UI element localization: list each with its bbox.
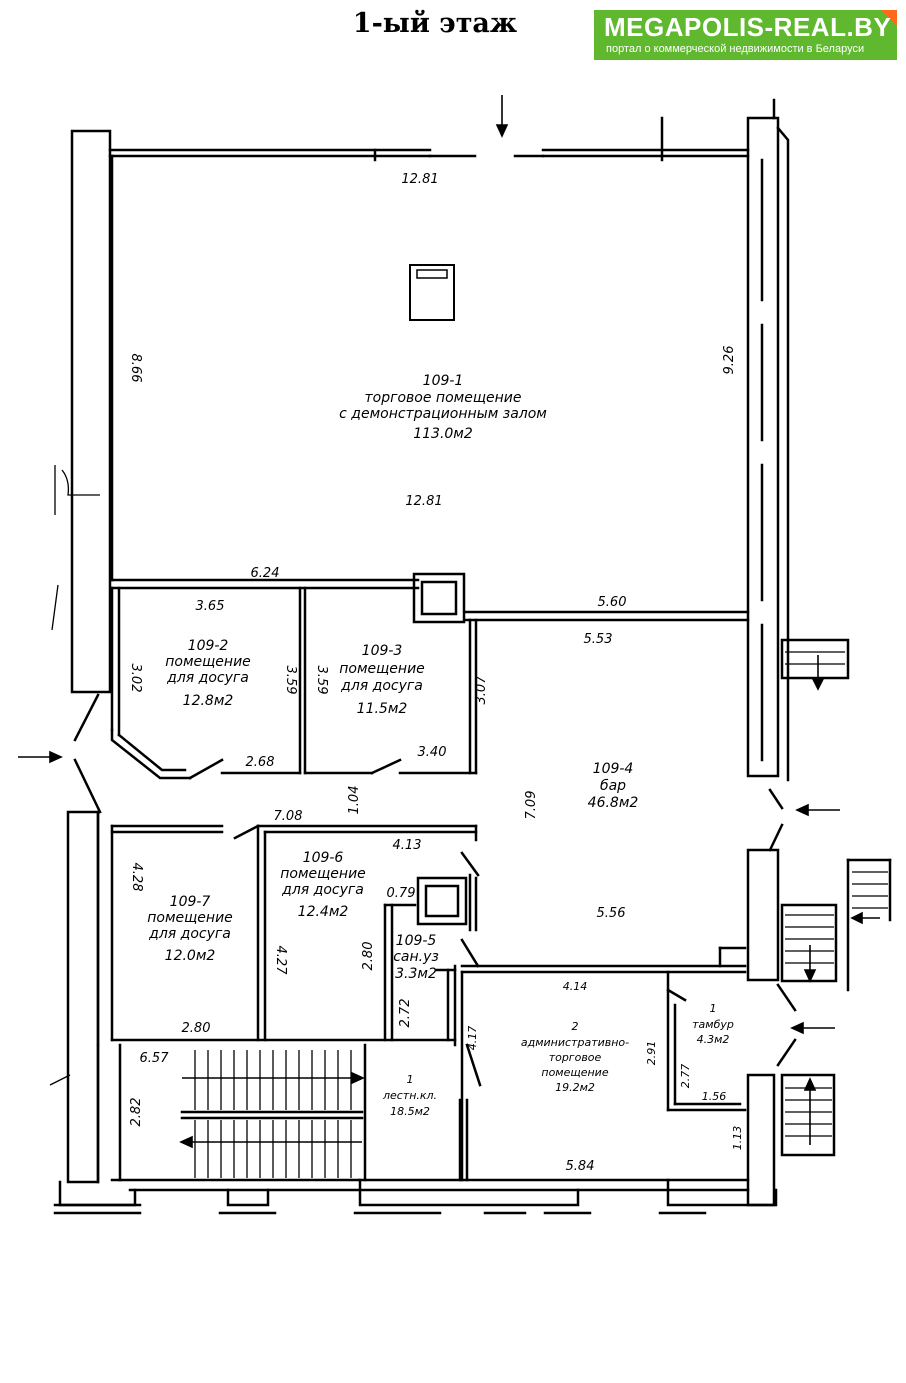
dim-label: 2.91 — [645, 1041, 658, 1066]
room-109-7-line1: помещение — [147, 910, 233, 926]
dim-label: 3.40 — [418, 745, 447, 760]
dim-label: 3.59 — [283, 666, 298, 695]
room-109-4-area: 46.8м2 — [588, 795, 639, 811]
page-title: 1-ый этаж — [352, 8, 518, 39]
dim-label: 4.14 — [563, 980, 588, 993]
logo-tagline: портал о коммерческой недвижимости в Бел… — [606, 43, 865, 55]
room-109-1-area: 113.0м2 — [413, 426, 473, 442]
dim-label: 2.77 — [679, 1064, 692, 1089]
dim-label: 3.59 — [314, 666, 329, 695]
dim-label: 8.66 — [128, 354, 143, 383]
logo-corner-accent — [881, 10, 897, 26]
room-109-5-number: 109-5 — [396, 933, 437, 949]
dim-label: 3.07 — [474, 675, 489, 705]
dim-label: 12.81 — [401, 172, 438, 187]
room-109-5-line1: сан.уз — [393, 949, 439, 965]
dim-label: 2.80 — [182, 1021, 211, 1036]
dim-label: 7.08 — [274, 809, 303, 824]
room-tambur-line1: тамбур — [692, 1018, 734, 1031]
right-wall-upper — [746, 116, 780, 778]
dim-label: 3.65 — [196, 599, 225, 614]
dim-label: 4.13 — [393, 838, 422, 853]
room-109-7-area: 12.0м2 — [165, 948, 216, 964]
room-109-5-area: 3.3м2 — [395, 966, 437, 982]
room-admin-number: 2 — [572, 1020, 579, 1033]
room-stair-line1: лестн.кл. — [382, 1089, 437, 1102]
left-wall-lower — [66, 810, 100, 1184]
dim-label: 2.80 — [361, 942, 376, 971]
room-109-4-line1: бар — [600, 778, 626, 794]
room-stair-area: 18.5м2 — [390, 1105, 430, 1118]
room-admin-line3: помещение — [541, 1066, 608, 1079]
dim-label: 6.24 — [251, 566, 280, 581]
room-109-3-number: 109-3 — [362, 643, 403, 659]
dim-label: 4.27 — [273, 946, 288, 976]
room-tambur-number: 1 — [710, 1002, 717, 1015]
site-logo[interactable]: MEGAPOLIS-REAL.BY портал о коммерческой … — [594, 10, 897, 60]
room-109-6-line2: для досуга — [281, 882, 364, 898]
room-109-1-line1: торговое помещение — [365, 390, 522, 406]
room-109-3-area: 11.5м2 — [357, 701, 408, 717]
dim-label: 1.04 — [347, 786, 362, 815]
dim-label: 4.17 — [466, 1026, 479, 1051]
room-109-2-line2: для досуга — [166, 670, 249, 686]
room-109-1-line2: с демонстрационным залом — [339, 406, 547, 422]
column-top — [412, 572, 466, 624]
dim-label: 2.68 — [246, 755, 275, 770]
room-stair-number: 1 — [407, 1073, 414, 1086]
room-109-2-area: 12.8м2 — [183, 693, 234, 709]
dim-label: 2.72 — [398, 999, 413, 1028]
dim-label: 1.13 — [731, 1126, 744, 1151]
dim-label: 5.84 — [566, 1159, 595, 1174]
room-admin-line2: торговое — [549, 1051, 602, 1064]
dim-label: 0.79 — [387, 886, 416, 901]
right-wall-middle — [746, 848, 780, 982]
dim-label: 9.26 — [722, 346, 737, 375]
room-109-2-line1: помещение — [165, 654, 251, 670]
dim-label: 5.56 — [597, 906, 626, 921]
room-109-7-number: 109-7 — [170, 894, 211, 910]
dim-label: 3.02 — [128, 664, 143, 693]
room-109-1-number: 109-1 — [423, 373, 464, 389]
room-109-3-line2: для досуга — [340, 678, 423, 694]
dim-label: 6.57 — [140, 1051, 170, 1066]
room-109-6-area: 12.4м2 — [298, 904, 349, 920]
room-admin-area: 19.2м2 — [555, 1081, 595, 1094]
dim-label: 4.28 — [129, 863, 144, 892]
dim-label: 12.81 — [405, 494, 442, 509]
room-109-3-line1: помещение — [339, 661, 425, 677]
dim-label: 2.82 — [129, 1098, 144, 1127]
room-109-7-line2: для досуга — [148, 926, 231, 942]
column-middle — [416, 876, 468, 926]
logo-name: MEGAPOLIS-REAL.BY — [604, 12, 892, 42]
room-109-6-line1: помещение — [280, 866, 366, 882]
left-wall-upper — [70, 129, 112, 694]
dim-label: 5.60 — [598, 595, 627, 610]
room-109-6-number: 109-6 — [303, 850, 344, 866]
dim-label: 5.53 — [584, 632, 613, 647]
room-109-4-number: 109-4 — [593, 761, 634, 777]
dim-label: 1.56 — [702, 1090, 727, 1103]
dim-label: 7.09 — [524, 791, 539, 820]
room-admin-line1: административно- — [521, 1036, 629, 1049]
room-109-2-number: 109-2 — [188, 638, 229, 654]
right-wall-lower — [746, 1073, 776, 1207]
room-tambur-area: 4.3м2 — [697, 1033, 730, 1046]
